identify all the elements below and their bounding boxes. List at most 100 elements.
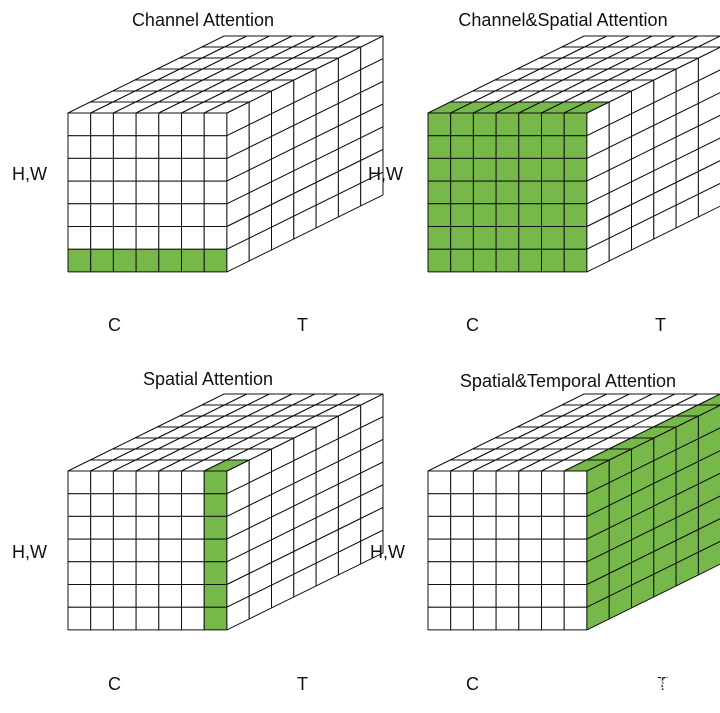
panel-channel-attention: Channel Attention H,W C T xyxy=(12,10,384,335)
highlight-cell xyxy=(472,135,497,159)
grid-cell xyxy=(472,538,497,563)
highlight-cell xyxy=(518,248,542,273)
grid-cell xyxy=(158,180,182,205)
grid-cell xyxy=(450,606,474,631)
highlight-cell xyxy=(563,157,588,182)
grid-cell xyxy=(181,584,205,608)
grid-cell xyxy=(495,515,520,540)
grid-cell xyxy=(158,561,182,585)
grid-cell xyxy=(674,393,720,406)
highlight-cell xyxy=(203,515,228,540)
grid-cell xyxy=(90,561,114,585)
grid-cell xyxy=(427,606,452,631)
grid-cell xyxy=(181,180,205,205)
grid-cell xyxy=(112,180,137,205)
highlight-cell xyxy=(563,248,588,273)
grid-cell xyxy=(90,538,114,563)
highlight-cell xyxy=(427,135,452,159)
highlight-cell xyxy=(495,226,520,250)
grid-cell xyxy=(518,561,542,585)
highlight-cell xyxy=(472,226,497,250)
grid-cell xyxy=(135,180,160,205)
grid-cell xyxy=(472,515,497,540)
grid-cell xyxy=(158,493,182,517)
grid-cell xyxy=(135,157,160,182)
highlight-cell xyxy=(563,112,588,137)
grid-cell xyxy=(112,203,137,227)
grid-cell xyxy=(67,470,92,495)
grid-cell xyxy=(158,112,182,137)
grid-cell xyxy=(67,515,92,540)
highlight-cell xyxy=(518,180,542,205)
label-t: T xyxy=(297,315,308,335)
grid-cell xyxy=(427,515,452,540)
grid-cell xyxy=(135,203,160,227)
grid-cell xyxy=(135,584,160,608)
grid-cell xyxy=(158,606,182,631)
grid-cell xyxy=(135,538,160,563)
grid-cell xyxy=(90,493,114,517)
highlight-cell xyxy=(135,248,160,273)
highlight-cell xyxy=(450,226,474,250)
grid-cell xyxy=(674,35,720,48)
grid-cell xyxy=(90,584,114,608)
label-t: T xyxy=(655,315,666,335)
grid-cell xyxy=(112,112,137,137)
highlight-cell xyxy=(563,180,588,205)
highlight-cell xyxy=(450,112,474,137)
grid-cell xyxy=(112,135,137,159)
grid-cell xyxy=(158,226,182,250)
grid-cell xyxy=(495,493,520,517)
grid-cell xyxy=(450,538,474,563)
grid-cell xyxy=(181,515,205,540)
grid-cell xyxy=(135,606,160,631)
feature-cube xyxy=(427,35,720,273)
grid-cell xyxy=(181,470,205,495)
grid-cell xyxy=(495,561,520,585)
grid-cell xyxy=(112,470,137,495)
highlight-cell xyxy=(563,135,588,159)
grid-cell xyxy=(158,515,182,540)
grid-cell xyxy=(337,393,384,406)
grid-cell xyxy=(541,470,565,495)
grid-cell xyxy=(90,135,114,159)
grid-cell xyxy=(427,470,452,495)
grid-cell xyxy=(181,493,205,517)
highlight-cell xyxy=(541,248,565,273)
panel-title: Spatial Attention xyxy=(143,369,273,389)
highlight-cell xyxy=(495,180,520,205)
highlight-cell xyxy=(427,248,452,273)
grid-cell xyxy=(203,226,228,250)
highlight-cell xyxy=(495,203,520,227)
highlight-cell xyxy=(697,393,720,406)
grid-cell xyxy=(495,538,520,563)
highlight-cell xyxy=(563,203,588,227)
grid-cell xyxy=(135,470,160,495)
highlight-cell xyxy=(495,135,520,159)
grid-cell xyxy=(563,470,588,495)
grid-cell xyxy=(450,493,474,517)
grid-cell xyxy=(472,561,497,585)
feature-cube xyxy=(67,35,384,273)
grid-cell xyxy=(135,561,160,585)
feature-cube xyxy=(67,393,384,631)
grid-cell xyxy=(158,470,182,495)
grid-cell xyxy=(90,112,114,137)
highlight-cell xyxy=(450,248,474,273)
grid-cell xyxy=(67,112,92,137)
grid-cell xyxy=(112,493,137,517)
highlight-cell xyxy=(518,226,542,250)
highlight-cell xyxy=(495,157,520,182)
feature-cube xyxy=(427,393,720,631)
highlight-cell xyxy=(158,248,182,273)
panel-spatial-temporal-attention: Spatial&Temporal Attention H,W C T xyxy=(370,371,720,694)
grid-cell xyxy=(90,203,114,227)
grid-cell xyxy=(563,538,588,563)
grid-cell xyxy=(112,226,137,250)
highlight-cell xyxy=(541,135,565,159)
grid-cell xyxy=(472,493,497,517)
grid-cell xyxy=(181,226,205,250)
highlight-cell xyxy=(203,248,228,273)
grid-cell xyxy=(112,157,137,182)
